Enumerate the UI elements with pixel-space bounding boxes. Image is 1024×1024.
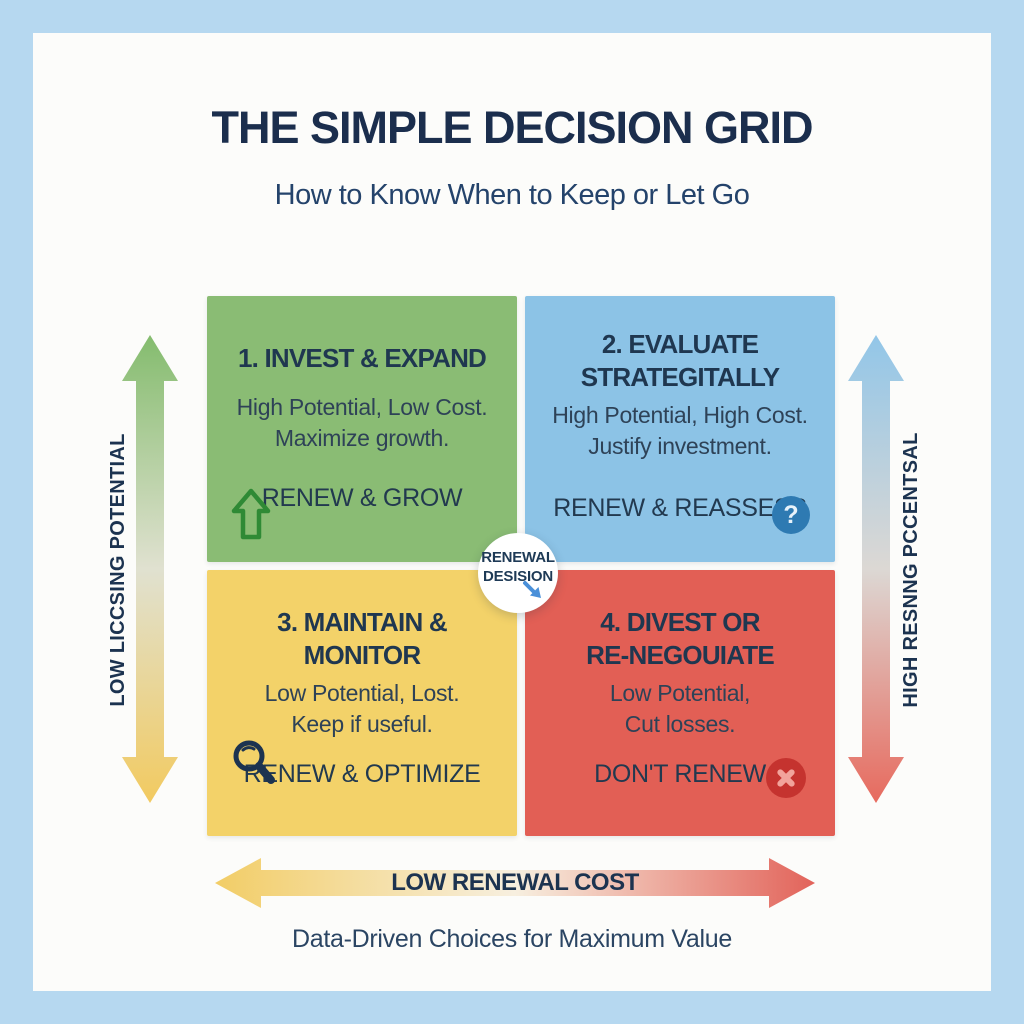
quadrant-title-line: 3. MAINTAIN & bbox=[277, 607, 447, 637]
quadrant-title-line: 1. INVEST & EXPAND bbox=[237, 343, 487, 373]
description-line: Maximize growth. bbox=[274, 425, 450, 451]
page-subtitle: How to Know When to Keep or Let Go bbox=[274, 179, 750, 211]
quadrant-title-line: STRATEGITALLY bbox=[580, 362, 780, 392]
page-title: THE SIMPLE DECISION GRID bbox=[211, 102, 813, 153]
quadrant-description: Low Potential, Lost. Keep if useful. bbox=[207, 678, 517, 740]
badge-line: RENEWAL bbox=[481, 549, 555, 566]
x-mark-icon bbox=[766, 758, 806, 798]
description-line: Low Potential, Lost. bbox=[264, 680, 460, 706]
quadrant-action-label: RENEW & GROW bbox=[261, 484, 463, 512]
description-line: Low Potential, bbox=[609, 680, 751, 706]
description-line: Justify investment. bbox=[588, 433, 772, 459]
description-line: High Potential, Low Cost. bbox=[236, 394, 488, 420]
page-footer: Data-Driven Choices for Maximum Value bbox=[292, 925, 732, 953]
quadrant-divest-renegotiate: 4. DIVEST OR RE-NEGOUIATE Low Potential,… bbox=[525, 570, 835, 836]
quadrant-description: Low Potential, Cut losses. bbox=[525, 678, 835, 740]
badge-line: DESISION bbox=[482, 568, 554, 585]
description-line: Keep if useful. bbox=[291, 711, 433, 737]
quadrant-title-line: MONITOR bbox=[303, 640, 422, 670]
quadrant-maintain-monitor: 3. MAINTAIN & MONITOR Low Potential, Los… bbox=[207, 570, 517, 836]
quadrant-title: 2. EVALUATE STRATEGITALLY bbox=[525, 328, 835, 394]
question-mark-icon: ? bbox=[772, 496, 810, 534]
quadrant-action-label: RENEW & OPTIMIZE bbox=[243, 760, 481, 788]
quadrant-title-line: RE-NEGOUIATE bbox=[586, 640, 775, 670]
bottom-axis-label: LOW RENEWAL COST bbox=[391, 869, 639, 896]
description-line: High Potential, High Cost. bbox=[552, 402, 808, 428]
quadrant-action-label: RENEW & REASSESS bbox=[553, 494, 807, 522]
left-axis-label: LOW LICCSING POTENTIAL bbox=[106, 433, 129, 707]
description-line: Cut losses. bbox=[624, 711, 736, 737]
quadrant-invest-expand: 1. INVEST & EXPAND High Potential, Low C… bbox=[207, 296, 517, 562]
magnifier-icon bbox=[233, 740, 275, 784]
quadrant-title: 4. DIVEST OR RE-NEGOUIATE bbox=[525, 606, 835, 672]
quadrant-evaluate-strategically: 2. EVALUATE STRATEGITALLY High Potential… bbox=[525, 296, 835, 562]
decision-grid: 1. INVEST & EXPAND High Potential, Low C… bbox=[207, 296, 835, 836]
quadrant-title-line: 2. EVALUATE bbox=[601, 329, 759, 359]
renewal-decision-badge: RENEWAL DESISION bbox=[478, 533, 558, 613]
quadrant-title: 3. MAINTAIN & MONITOR bbox=[207, 606, 517, 672]
quadrant-description: High Potential, High Cost. Justify inves… bbox=[525, 400, 835, 462]
right-axis-label: HIGH RESNNG PCCENTSAL bbox=[899, 432, 922, 708]
left-axis-arrow bbox=[122, 335, 178, 803]
arrow-down-right-icon bbox=[523, 581, 541, 598]
bottom-axis-arrow bbox=[215, 858, 815, 908]
right-axis-arrow bbox=[848, 335, 904, 803]
quadrant-title-line: 4. DIVEST OR bbox=[600, 607, 760, 637]
quadrant-description: High Potential, Low Cost. Maximize growt… bbox=[207, 392, 517, 454]
up-arrow-icon bbox=[231, 488, 271, 540]
quadrant-title: 1. INVEST & EXPAND bbox=[207, 342, 517, 375]
quadrant-action-label: DON'T RENEW bbox=[594, 760, 766, 788]
